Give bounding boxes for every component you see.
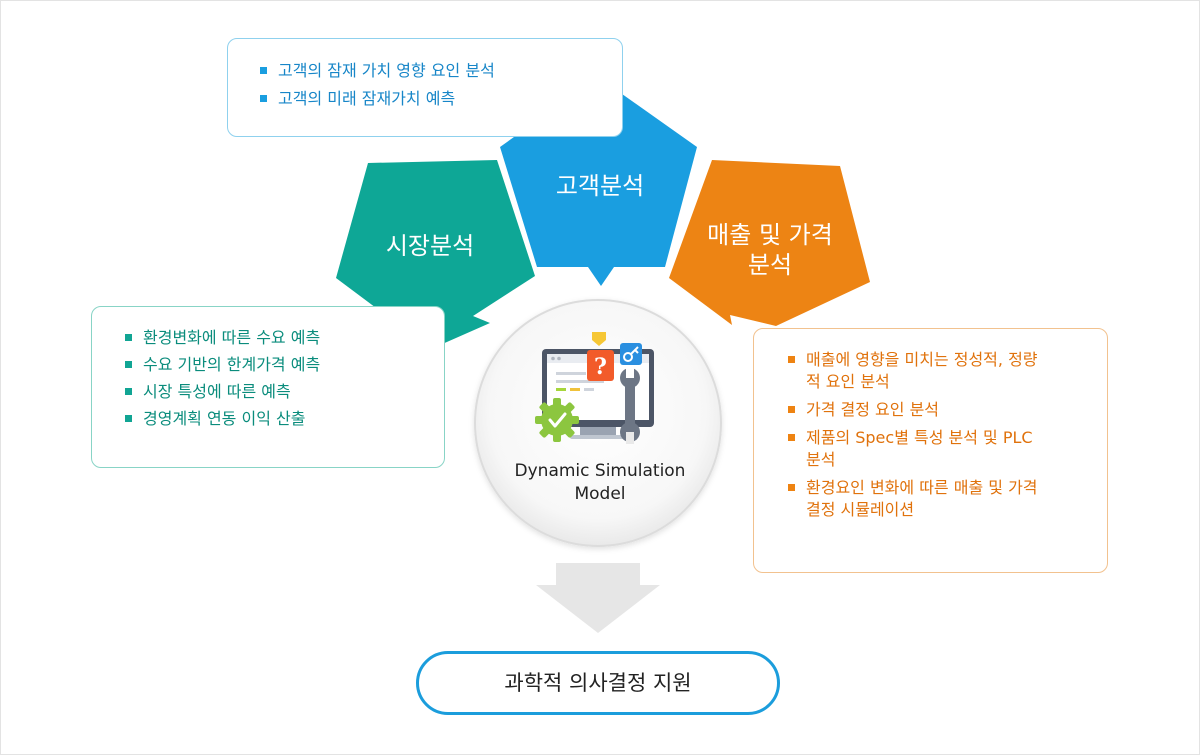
sales-pentagon — [669, 160, 870, 326]
badge-icon — [592, 332, 606, 346]
list-item: 제품의 Spec별 특성 분석 및 PLC 분석 — [788, 427, 1038, 471]
customer-box: 고객의 잠재 가치 영향 요인 분석 고객의 미래 잠재가치 예측 — [227, 38, 623, 137]
list-item: 수요 기반의 한계가격 예측 — [125, 354, 444, 376]
wrench-icon — [620, 366, 640, 444]
key-icon — [620, 343, 642, 365]
sales-label-line1: 매출 및 가격 — [707, 221, 833, 249]
question-icon: ? — [587, 350, 614, 381]
customer-label: 고객분석 — [555, 172, 645, 200]
list-item: 환경요인 변화에 따른 매출 및 가격결정 시뮬레이션 — [788, 477, 1038, 521]
gear-icon — [535, 398, 579, 442]
list-item: 가격 결정 요인 분석 — [788, 399, 1038, 421]
model-title-line1: Dynamic Simulation — [514, 461, 686, 481]
model-title-line2: Model — [574, 484, 626, 504]
list-item: 매출에 영향을 미치는 정성적, 정량적 요인 분석 — [788, 349, 1038, 393]
list-item: 경영계획 연동 이익 산출 — [125, 408, 444, 430]
sales-label-line2: 분석 — [747, 251, 793, 279]
sales-box: 매출에 영향을 미치는 정성적, 정량적 요인 분석 가격 결정 요인 분석 제… — [753, 328, 1108, 573]
market-label: 시장분석 — [385, 232, 475, 260]
market-box: 환경변화에 따른 수요 예측 수요 기반의 한계가격 예측 시장 특성에 따른 … — [91, 306, 445, 468]
down-arrow — [536, 563, 660, 633]
decision-pill: 과학적 의사결정 지원 — [416, 651, 780, 715]
market-pentagon — [336, 160, 535, 349]
list-item: 환경변화에 따른 수요 예측 — [125, 327, 444, 349]
list-item: 고객의 미래 잠재가치 예측 — [260, 88, 622, 110]
model-title: Dynamic Simulation Model — [480, 460, 720, 506]
svg-text:?: ? — [594, 354, 607, 380]
sales-label: 매출 및 가격 분석 — [680, 220, 860, 280]
list-item: 시장 특성에 따른 예측 — [125, 381, 444, 403]
list-item: 고객의 잠재 가치 영향 요인 분석 — [260, 60, 622, 82]
